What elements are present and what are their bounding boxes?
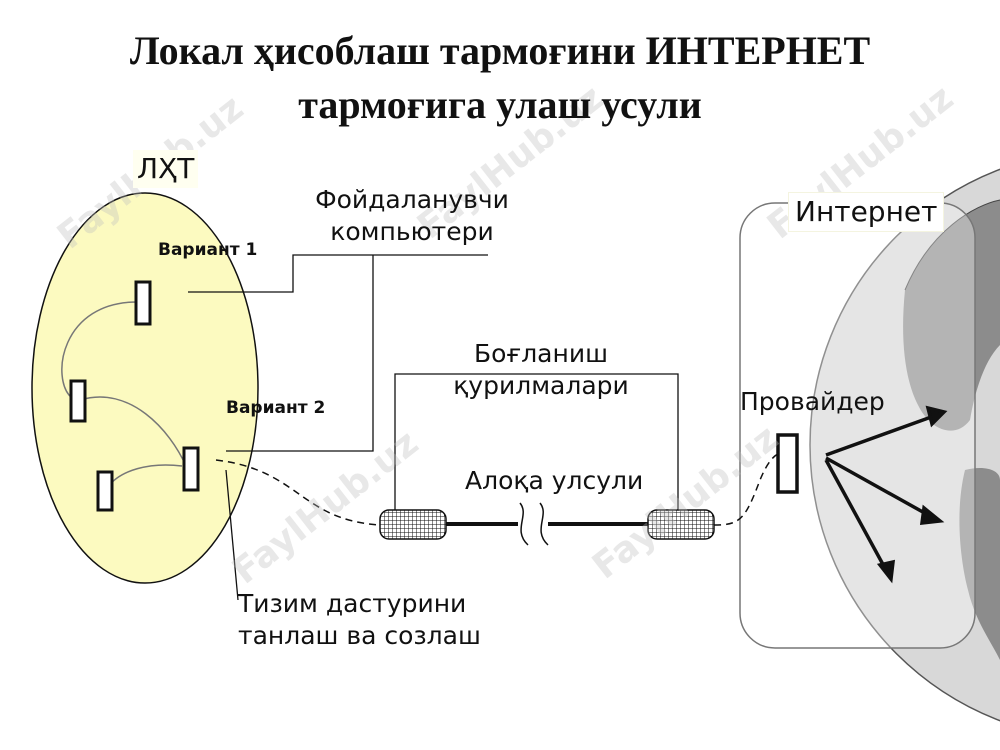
devices-line-1: Боғланиш (474, 339, 608, 368)
globe-land (959, 468, 1000, 660)
globe-land (903, 200, 1000, 431)
user-computer-line-1: Фойдаланувчи (315, 185, 509, 214)
lan-ellipse (31, 192, 259, 584)
devices-line-2: қурилмалари (453, 371, 629, 400)
user-computer-line-2: компьютери (330, 217, 494, 246)
setup-line-1: Тизим дастурини (238, 589, 467, 618)
provider-computer-icon (776, 433, 799, 494)
lan-computers (69, 280, 200, 512)
computer-icon (182, 446, 200, 492)
modem-left (379, 509, 447, 540)
title-line-2: тармоғига улаш усули (298, 82, 702, 127)
modem-right (647, 509, 715, 540)
channel-label: Алоқа улсули (465, 466, 644, 495)
channel-line (446, 502, 648, 546)
globe (809, 168, 1000, 722)
setup-line-2: танлаш ва созлаш (238, 621, 481, 650)
setup-label: Тизим дастурини танлаш ва созлаш (238, 588, 481, 652)
page-title: Локал ҳисоблаш тармоғини ИНТЕРНЕТ тармоғ… (0, 24, 1000, 132)
title-line-1: Локал ҳисоблаш тармоғини ИНТЕРНЕТ (129, 28, 871, 73)
provider-arrows (824, 405, 948, 584)
internet-label: Интернет (788, 192, 945, 232)
computer-icon (96, 470, 114, 512)
computer-icon (69, 379, 87, 423)
devices-label: Боғланиш қурилмалари (436, 338, 646, 402)
dashed-links (215, 451, 787, 526)
variant-1-label: Вариант 1 (158, 240, 258, 260)
leader-lines (188, 254, 679, 601)
provider-label: Провайдер (740, 387, 885, 416)
lan-label: ЛҲТ (133, 150, 199, 188)
internet-frame (739, 202, 976, 649)
variant-2-label: Вариант 2 (226, 398, 326, 418)
user-computer-label: Фойдаланувчи компьютери (312, 184, 512, 248)
computer-icon (134, 280, 152, 326)
